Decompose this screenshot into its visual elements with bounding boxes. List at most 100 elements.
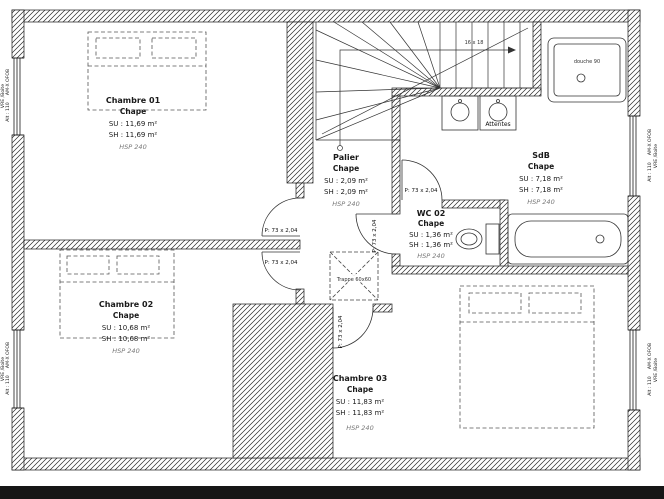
door-label-chambre03: P: 73 x 2,04 xyxy=(338,315,344,348)
bathtub xyxy=(507,213,629,265)
window-label-line: VRE /Boite xyxy=(653,358,659,382)
bed-chambre01 xyxy=(87,31,207,111)
room-su: SU : 11,69 m² xyxy=(109,120,157,128)
window-label-line: VRE /Boite xyxy=(653,144,659,168)
wall-right-a xyxy=(627,9,641,117)
room-label-chambre01: Chambre 01 Chape SU : 11,69 m² SH : 11,6… xyxy=(106,96,161,151)
stair-break-line xyxy=(321,27,529,135)
room-sh: SH : 1,36 m² xyxy=(409,241,453,249)
room-label-palier: Palier Chape SU : 2,09 m² SH : 2,09 m² H… xyxy=(324,153,368,208)
wall-bottom xyxy=(11,457,641,471)
window-label-right-top: VRE /Boite AM-X OFOB Alt : 110 xyxy=(647,129,659,182)
stair-note: 16 x 18 xyxy=(465,40,484,46)
window-symbols xyxy=(12,57,640,411)
room-label-wc02: WC 02 Chape SU : 1,36 m² SH : 1,36 m² HS… xyxy=(409,209,453,260)
toilet xyxy=(455,223,500,255)
window-label-line: Alt : 110 xyxy=(5,375,11,395)
window-label-line: VRE /Boite xyxy=(0,357,6,381)
wall-right-c xyxy=(627,409,641,471)
room-su: SU : 7,18 m² xyxy=(519,175,563,183)
room-su: SU : 10,68 m² xyxy=(102,324,150,332)
wall-right-b xyxy=(627,195,641,331)
room-name: Chambre 02 xyxy=(99,300,153,309)
room-hsp: HSP 240 xyxy=(332,200,359,208)
room-finish: Chape xyxy=(333,164,359,173)
window-label-left-bottom: VRE /Boite AM-X OFOB Alt : 110 xyxy=(0,342,11,395)
room-finish: Chape xyxy=(113,311,139,320)
attic-hatch-label-bg xyxy=(332,274,376,283)
wall-palier-wc-a xyxy=(391,139,401,215)
wall-wc-east xyxy=(499,199,509,269)
room-label-chambre02: Chambre 02 Chape SU : 10,68 m² SH : 10,6… xyxy=(99,300,153,355)
room-finish: Chape xyxy=(418,219,444,228)
room-finish: Chape xyxy=(347,385,373,394)
window-label-line: Alt : 110 xyxy=(647,162,653,182)
room-hsp: HSP 240 xyxy=(346,424,373,432)
window-right-bottom xyxy=(628,329,640,411)
wall-band-top xyxy=(286,21,314,184)
bed-chambre03 xyxy=(459,285,595,429)
door-wc xyxy=(355,213,397,255)
wall-top xyxy=(11,9,641,23)
room-finish: Chape xyxy=(120,107,146,116)
window-label-left-top: VRE /Boite AM-X OFOB Alt : 110 xyxy=(0,69,11,122)
wall-left-a xyxy=(11,9,25,59)
wall-palier-south xyxy=(372,303,393,313)
room-sh: SH : 2,09 m² xyxy=(324,188,368,196)
door-chambre01 xyxy=(261,197,301,237)
window-label-line: AM-X OFOB xyxy=(647,343,653,369)
door-sdb xyxy=(401,159,443,201)
wall-left-c xyxy=(11,407,25,471)
wall-left-b xyxy=(11,134,25,331)
window-left-top xyxy=(12,57,24,136)
room-sh: SH : 11,83 m² xyxy=(336,409,385,417)
attic-hatch-label: Trappe 60x60 xyxy=(336,277,371,283)
wall-ch01-ch02 xyxy=(23,239,301,250)
window-label-line: AM-X OFOB xyxy=(647,129,653,155)
room-name: WC 02 xyxy=(417,209,446,218)
shower-label: douche 90 xyxy=(574,59,600,65)
window-label-line: Alt : 110 xyxy=(5,102,11,122)
double-sink xyxy=(441,95,517,131)
bed-chambre02 xyxy=(59,249,175,339)
door-label-chambre02: P: 73 x 2,04 xyxy=(265,260,298,266)
beds xyxy=(59,31,595,429)
window-labels: VRE /Boite AM-X OFOB Alt : 110 VRE /Boit… xyxy=(0,69,659,396)
window-label-line: AM-X OFOB xyxy=(5,342,11,368)
sheet-edge-bar xyxy=(0,486,664,499)
room-sh: SH : 11,69 m² xyxy=(109,131,158,139)
interior-walls xyxy=(23,21,629,459)
shower xyxy=(547,37,627,103)
doors xyxy=(261,159,443,349)
room-hsp: HSP 240 xyxy=(119,143,146,151)
wall-sdb-wc xyxy=(441,199,506,209)
room-label-sdb: SdB Chape SU : 7,18 m² SH : 7,18 m² HSP … xyxy=(519,151,563,206)
door-chambre03 xyxy=(332,307,374,349)
wall-pier-a xyxy=(295,182,305,199)
door-chambre02 xyxy=(261,251,301,291)
window-left-bottom xyxy=(12,329,24,409)
wall-palier-sink xyxy=(391,95,401,141)
door-label-chambre01: P: 73 x 2,04 xyxy=(265,228,298,234)
door-label-sdb: P: 73 x 2,04 xyxy=(405,188,438,194)
room-name: SdB xyxy=(532,151,550,160)
room-name: Chambre 03 xyxy=(333,374,387,383)
room-hsp: HSP 240 xyxy=(112,347,139,355)
door-labels: P: 73 x 2,04 P: 73 x 2,04 P: 73 x 2,04 P… xyxy=(265,188,438,348)
room-sh: SH : 7,18 m² xyxy=(519,186,563,194)
window-label-right-bottom: VRE /Boite AM-X OFOB Alt : 110 xyxy=(647,343,659,396)
room-labels: Chambre 01 Chape SU : 11,69 m² SH : 11,6… xyxy=(99,96,563,432)
room-su: SU : 1,36 m² xyxy=(409,231,453,239)
window-label-line: AM-X OFOB xyxy=(5,69,11,95)
exterior-walls xyxy=(11,9,641,471)
attentes-label: Attentes xyxy=(485,121,510,128)
room-sh: SH : 10,68 m² xyxy=(102,335,151,343)
stair-travel-arrow xyxy=(337,46,516,151)
room-hsp: HSP 240 xyxy=(417,252,444,260)
room-label-chambre03: Chambre 03 Chape SU : 11,83 m² SH : 11,8… xyxy=(333,374,387,432)
room-hsp: HSP 240 xyxy=(527,198,554,206)
window-label-line: VRE /Boite xyxy=(0,84,6,108)
room-name: Chambre 01 xyxy=(106,96,161,105)
